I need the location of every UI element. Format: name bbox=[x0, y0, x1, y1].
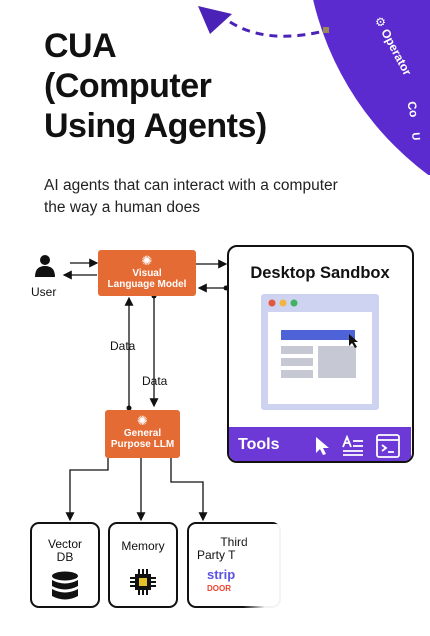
llm-top-dot bbox=[126, 405, 132, 411]
cursor-icon bbox=[316, 437, 329, 455]
data-label-up: Data bbox=[110, 339, 136, 353]
tools-label: Tools bbox=[238, 436, 280, 453]
brain-icon: ✺ bbox=[137, 413, 148, 428]
llm-line2: Purpose LLM bbox=[110, 439, 175, 450]
chip-icon bbox=[130, 569, 156, 595]
third-party-line1: Third bbox=[220, 535, 248, 549]
llm-line1: General bbox=[123, 428, 162, 439]
operator-arc-decoration: ⚙ Operator Co U bbox=[0, 0, 430, 175]
sandbox-title: Desktop Sandbox bbox=[250, 264, 390, 282]
llm-box: ✺ General Purpose LLM bbox=[105, 410, 180, 458]
arrow-head-icon bbox=[198, 6, 232, 34]
third-party-box: Third Party T strip DOOR bbox=[187, 522, 283, 610]
llm-to-thirdparty-arrow bbox=[170, 458, 208, 522]
vlm-box: ✺ Visual Language Model bbox=[98, 250, 196, 296]
sandbox-window-illustration bbox=[261, 294, 379, 410]
subtitle-line-1: AI agents that can interact with a compu… bbox=[44, 177, 338, 194]
vector-db-box: Vector DB bbox=[30, 522, 100, 608]
brain-icon: ✺ bbox=[141, 253, 153, 268]
third-party-line2: Party T bbox=[197, 548, 236, 562]
arc-shape bbox=[313, 0, 430, 175]
memory-box: Memory bbox=[108, 522, 178, 608]
page-subtitle: AI agents that can interact with a compu… bbox=[44, 175, 404, 219]
vector-db-line2: DB bbox=[56, 550, 74, 564]
memory-line1: Memory bbox=[121, 539, 165, 553]
llm-to-vectordb-arrow bbox=[65, 458, 109, 522]
title-line-2: (Computer bbox=[44, 67, 212, 105]
vlm-line1: Visual bbox=[132, 268, 162, 279]
stripe-logo: strip bbox=[207, 567, 236, 582]
title-line-1: CUA bbox=[44, 27, 117, 65]
user-icon bbox=[34, 254, 56, 283]
page-title: CUA (Computer Using Agents) bbox=[44, 26, 344, 146]
vlm-line2: Language Model bbox=[107, 279, 187, 290]
arc-graphic bbox=[198, 0, 430, 175]
desktop-sandbox-panel: Desktop Sandbox Tools bbox=[227, 245, 414, 463]
title-line-3: Using Agents) bbox=[44, 107, 267, 145]
tools-bar: Tools bbox=[229, 427, 411, 461]
fade-overlay bbox=[243, 524, 283, 610]
data-label-down: Data bbox=[142, 374, 168, 388]
doordash-logo: DOOR bbox=[207, 584, 231, 593]
subtitle-line-2: the way a human does bbox=[44, 199, 200, 216]
terminal-icon bbox=[376, 434, 400, 458]
arc-connector-dot bbox=[323, 27, 329, 33]
text-format-icon bbox=[342, 435, 363, 456]
database-icon bbox=[52, 571, 78, 600]
dashed-arrow-line bbox=[229, 20, 321, 38]
user-label: User bbox=[31, 285, 57, 299]
vector-db-line1: Vector bbox=[47, 537, 83, 551]
